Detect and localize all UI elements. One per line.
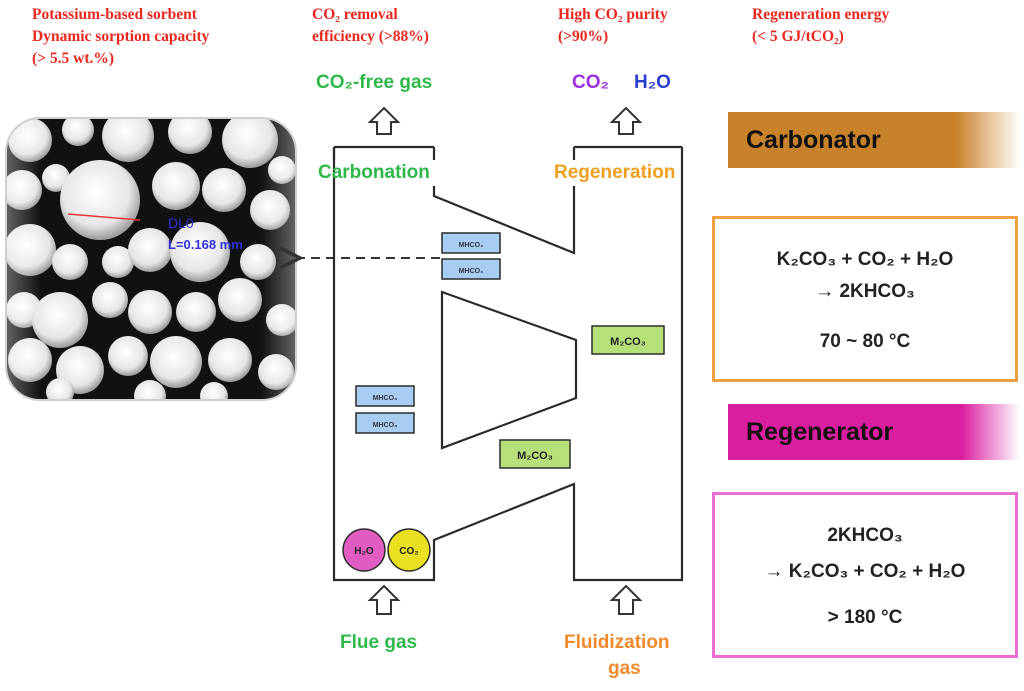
- mhco3-chip-group-lower: MHCO₃ MHCO₃: [355, 385, 415, 434]
- regenerator-reaction-line2: → K₂CO₃ + CO₂ + H₂O: [764, 561, 966, 582]
- flue-gas-arrow-icon: [367, 584, 401, 615]
- co2-bubble-label: CO₂: [399, 546, 418, 557]
- carbonation-label: Carbonation: [318, 162, 430, 183]
- mhco3-chip-group-upper: MHCO₃ MHCO₃: [441, 232, 501, 280]
- carbonator-reaction-line2: → 2KHCO₃: [815, 281, 915, 302]
- flue-gas-label: Flue gas: [340, 632, 418, 653]
- header-sorbent: Potassium-based sorbent Dynamic sorption…: [32, 4, 209, 70]
- co2-product-label: CO₂: [572, 72, 609, 93]
- header-purity-line2: (>90%): [558, 28, 609, 45]
- fluidization-gas-arrow-icon: [609, 584, 643, 615]
- h2o-product-label: H₂O: [634, 72, 671, 93]
- mhco3-chip-label: MHCO₃: [373, 395, 398, 402]
- regenerator-reaction-line1: 2KHCO₃: [827, 525, 903, 546]
- measure-value: L=0.168 mm: [168, 237, 243, 252]
- mhco3-chip-label: MHCO₃: [373, 422, 398, 429]
- co2-free-gas-label: CO₂-free gas: [316, 72, 433, 93]
- carbonator-temperature: 70 ~ 80 °C: [819, 331, 911, 352]
- regenerator-reaction-box: 2KHCO₃ → K₂CO₃ + CO₂ + H₂O > 180 °C: [712, 492, 1018, 658]
- header-removal: CO₂ removal efficiency (>88%): [312, 4, 429, 48]
- fluidization-gas-label-line1: Fluidization: [564, 632, 670, 653]
- regenerator-title: Regenerator: [746, 417, 894, 446]
- measure-label: DL0: [168, 215, 194, 231]
- header-energy: Regeneration energy (< 5 GJ/tCO₂): [752, 4, 889, 48]
- header-purity: High CO₂ purity (>90%): [558, 4, 668, 48]
- m2co3-chip-loopseal: M₂CO₃: [499, 439, 571, 469]
- regeneration-label: Regeneration: [554, 162, 676, 183]
- product-gas-arrow-icon: [609, 106, 643, 135]
- sorbent-micrograph: [6, 118, 296, 400]
- mhco3-chip-label: MHCO₃: [459, 268, 484, 275]
- m2co3-chip-label: M₂CO₃: [517, 450, 553, 462]
- m2co3-chip-label: M₂CO₃: [610, 336, 646, 348]
- co2-bubble: CO₂: [387, 528, 431, 572]
- header-purity-line1: High CO₂ purity: [558, 6, 668, 23]
- regenerator-temperature: > 180 °C: [827, 607, 903, 628]
- reactor-outline: [332, 145, 684, 582]
- header-sorbent-line2: Dynamic sorption capacity: [32, 28, 210, 45]
- carbonator-title: Carbonator: [746, 125, 881, 154]
- carbonator-reaction-box: K₂CO₃ + CO₂ + H₂O → 2KHCO₃ 70 ~ 80 °C: [712, 216, 1018, 382]
- header-removal-line2: efficiency (>88%): [312, 28, 429, 45]
- header-sorbent-line3: (> 5.5 wt.%): [32, 50, 115, 67]
- h2o-bubble-label: H₂O: [354, 546, 374, 557]
- carbonator-reaction-line1: K₂CO₃ + CO₂ + H₂O: [776, 249, 954, 270]
- header-removal-line1: CO₂ removal: [312, 6, 398, 23]
- h2o-bubble: H₂O: [342, 528, 386, 572]
- co2-free-gas-arrow-icon: [367, 106, 401, 135]
- fluidization-gas-label-line2: gas: [608, 658, 641, 679]
- header-energy-line2: (< 5 GJ/tCO₂): [752, 28, 844, 45]
- header-energy-line1: Regeneration energy: [752, 6, 890, 23]
- m2co3-chip-riser: M₂CO₃: [591, 325, 665, 355]
- regenerator-title-band: Regenerator: [728, 404, 1020, 460]
- mhco3-chip-label: MHCO₃: [459, 242, 484, 249]
- carbonator-title-band: Carbonator: [728, 112, 1020, 168]
- header-sorbent-line1: Potassium-based sorbent: [32, 6, 197, 23]
